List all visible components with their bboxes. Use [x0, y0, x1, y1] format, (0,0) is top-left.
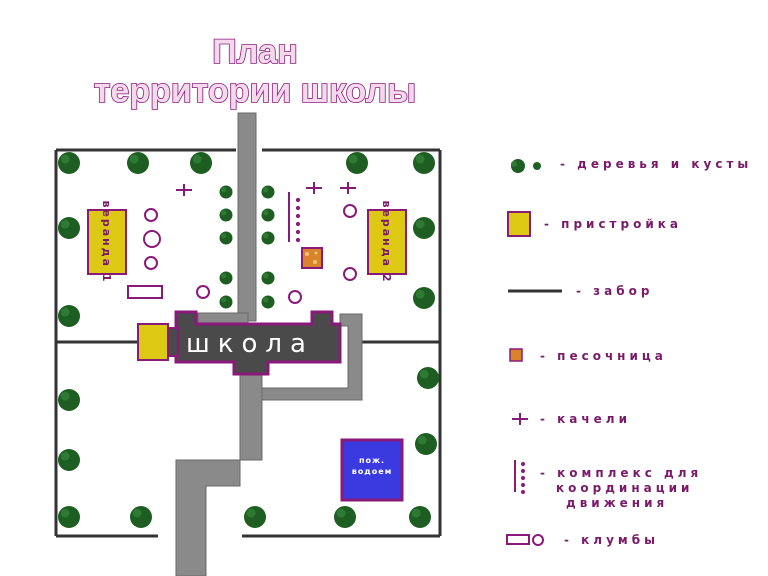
annex-link	[167, 327, 179, 357]
bush-icon	[219, 295, 233, 309]
legend-swings-label: - качели	[540, 412, 631, 426]
tree-icon	[58, 389, 80, 411]
bush-icon	[261, 271, 275, 285]
legend-flowerbeds-label: - клумбы	[564, 533, 659, 547]
fire-pond	[340, 438, 404, 502]
legend-complex-line-3: движения	[566, 496, 668, 510]
bush-icon	[219, 271, 233, 285]
tree-icon	[409, 506, 431, 528]
veranda-1-label: веранда 1	[100, 200, 113, 283]
legend-annex-label: - пристройка	[544, 217, 682, 231]
tree-icon	[417, 367, 439, 389]
sandbox	[301, 247, 323, 269]
tree-icon	[58, 152, 80, 174]
school-label: школа	[186, 329, 314, 359]
pond-label-2: водоем	[352, 467, 392, 476]
tree-icon	[190, 152, 212, 174]
tree-icon	[58, 217, 80, 239]
school-building	[174, 310, 342, 376]
veranda-2	[367, 209, 407, 275]
legend-complex-line-2: координации	[556, 481, 693, 495]
legend-complex-icon	[514, 460, 525, 494]
bush-icon	[261, 185, 275, 199]
bush-icon	[261, 208, 275, 222]
tree-icon	[413, 217, 435, 239]
legend-trees-label: - деревья и кусты	[560, 157, 752, 171]
legend-sandbox-label: - песочница	[540, 349, 667, 363]
legend-complex-line-1: - комплекс для	[540, 466, 702, 480]
swings	[176, 182, 356, 196]
bush-icon	[261, 231, 275, 245]
legend-flowerbeds-icon	[506, 534, 544, 546]
legend-annex-icon	[507, 211, 531, 237]
bush-icon	[219, 208, 233, 222]
tree-icon	[130, 506, 152, 528]
tree-icon	[244, 506, 266, 528]
tree-icon	[127, 152, 149, 174]
flowerbeds	[127, 204, 357, 304]
tree-icon	[415, 433, 437, 455]
veranda-1	[87, 209, 127, 275]
tree-icon	[346, 152, 368, 174]
bush-icon	[261, 295, 275, 309]
tree-icon	[413, 152, 435, 174]
veranda-2-label: веранда 2	[380, 200, 393, 283]
legend-swings-icon	[512, 413, 528, 425]
coordination-complex	[288, 192, 301, 243]
title-line-1: План	[212, 33, 297, 71]
trees	[58, 152, 439, 528]
legend-sandbox-icon	[509, 348, 523, 362]
bush-icon	[219, 231, 233, 245]
tree-icon	[58, 449, 80, 471]
school-annex	[137, 323, 169, 361]
title-line-2: территории школы	[94, 72, 416, 110]
legend-trees-icon	[511, 159, 541, 173]
pond-label-1: пож.	[359, 456, 385, 465]
tree-icon	[58, 506, 80, 528]
legend: - деревья и кусты - пристройка - забор -…	[506, 157, 752, 547]
fence	[54, 148, 442, 538]
tree-icon	[334, 506, 356, 528]
bush-icon	[219, 185, 233, 199]
tree-icon	[413, 287, 435, 309]
tree-icon	[58, 305, 80, 327]
legend-fence-label: - забор	[576, 284, 653, 298]
